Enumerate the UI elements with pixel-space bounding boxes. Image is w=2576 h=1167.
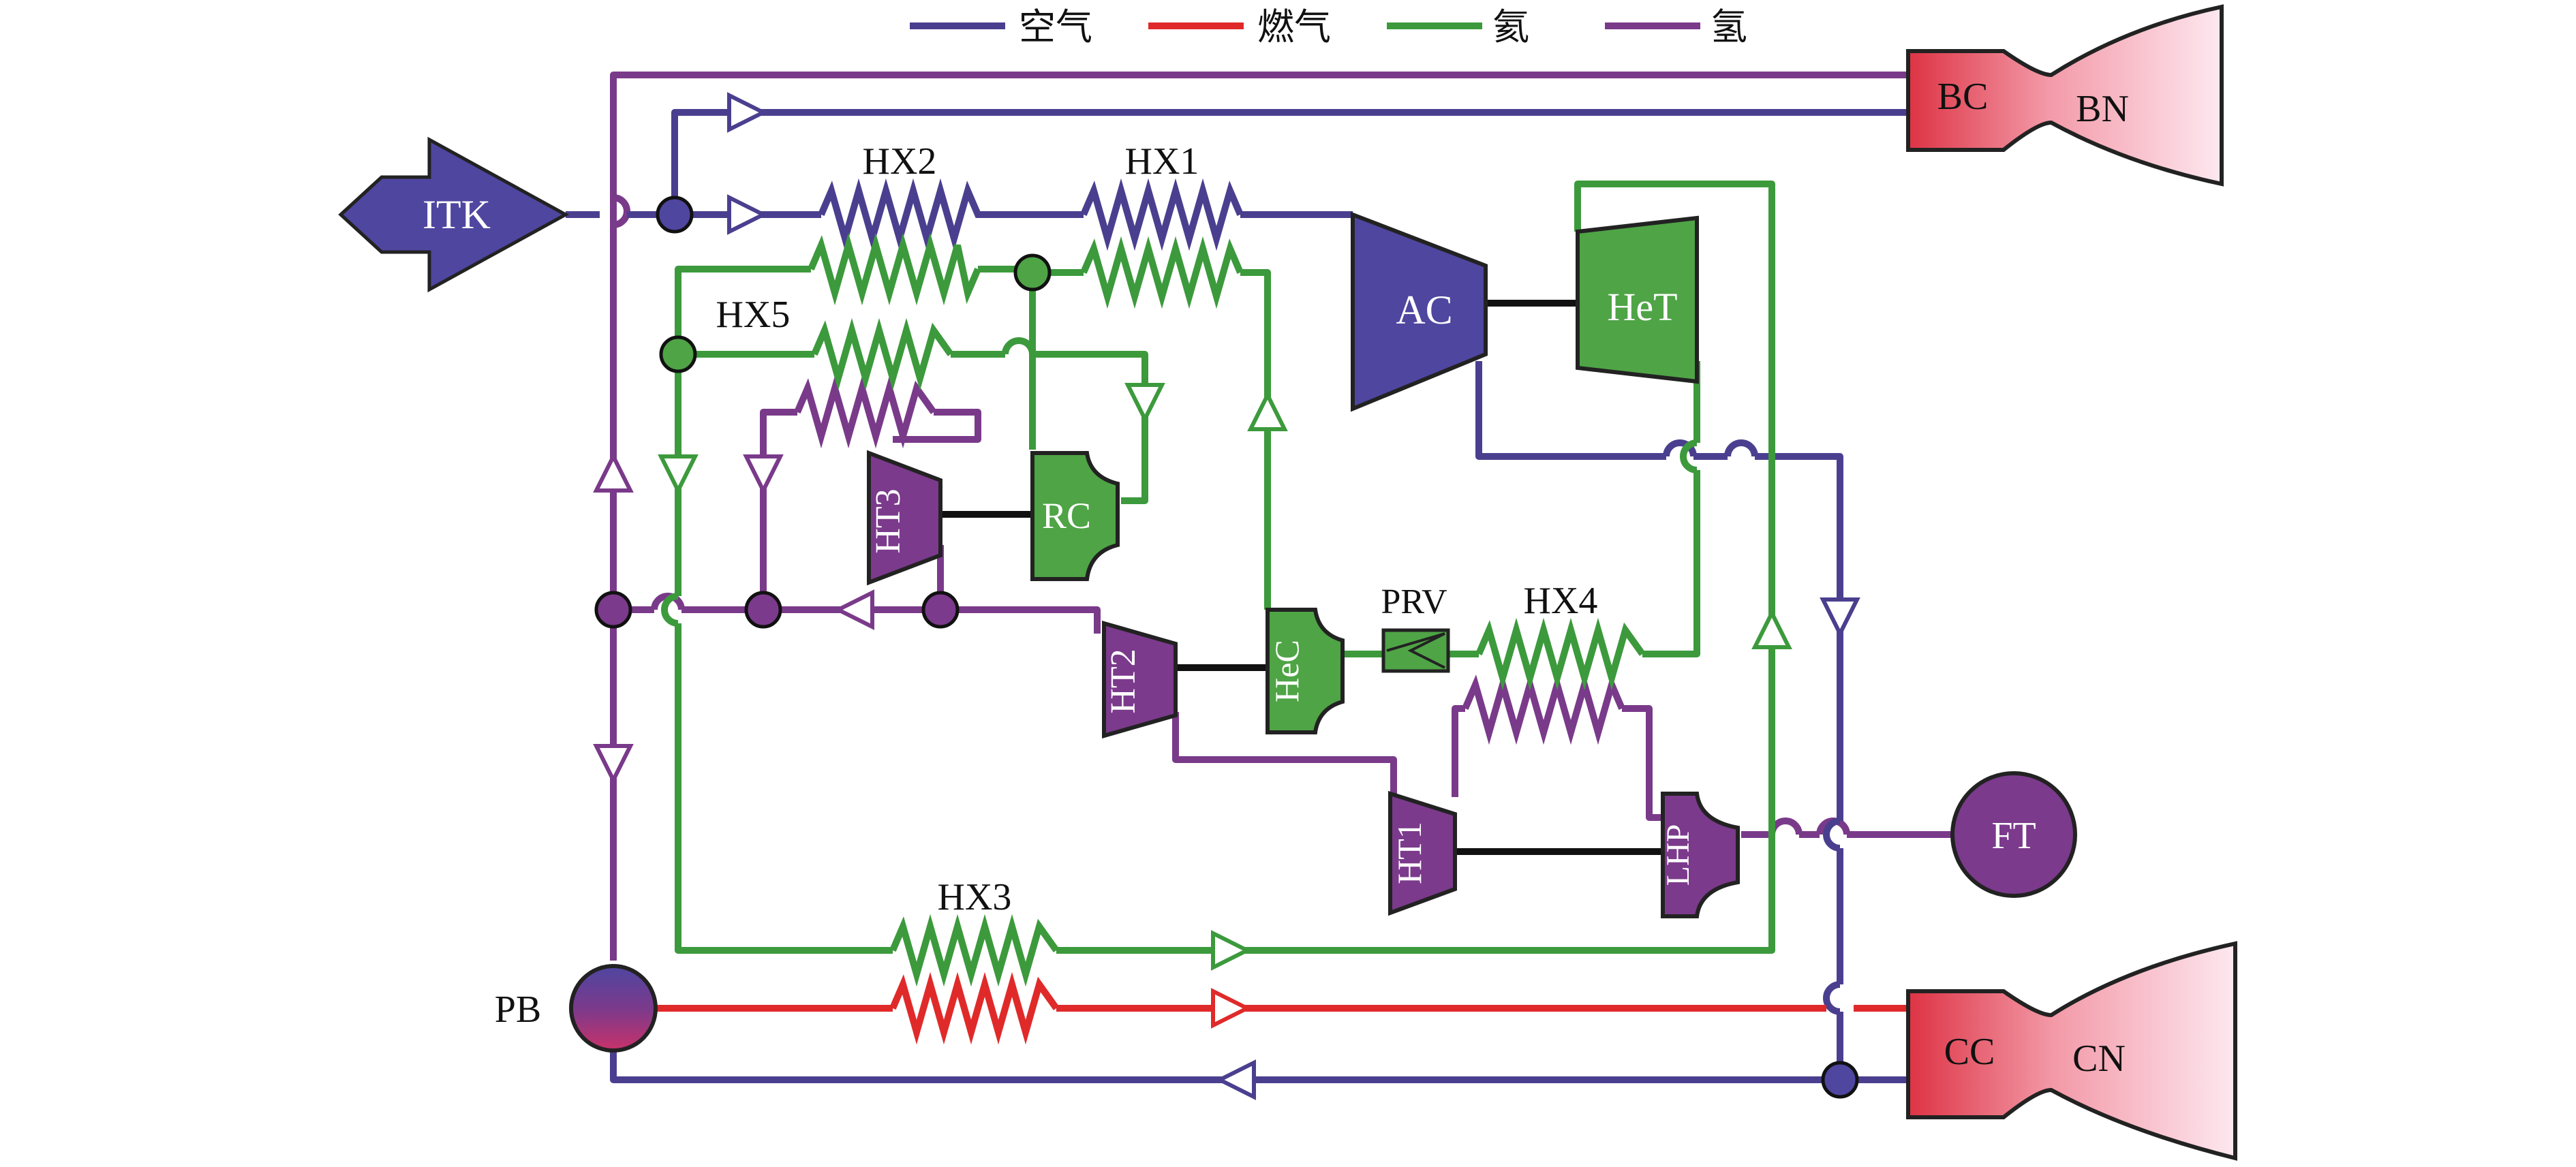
legend-air-label: 空气 (1019, 5, 1092, 48)
arrow-h2-mid-left (833, 589, 874, 630)
arrow-air-mid (727, 194, 768, 235)
arrow-air-bottom (1215, 1059, 1256, 1100)
svg-text:RC: RC (1042, 495, 1091, 536)
prv-valve: PRV (1381, 582, 1450, 673)
hec-compressor: HeC (1266, 608, 1345, 734)
arrow-he-rc-down (1124, 383, 1165, 424)
svg-text:PB: PB (495, 989, 542, 1031)
legend-gas-label: 燃气 (1257, 5, 1331, 48)
hx1-helium-coil (1080, 236, 1244, 309)
svg-text:AC: AC (1396, 287, 1452, 332)
bc-bn-nozzle: BC BN (1906, 4, 2224, 187)
hx-labels: HX1 HX2 HX5 HX4 HX3 (716, 140, 1598, 918)
arrow-he-right-up (1751, 608, 1792, 649)
pb-preburner: PB (495, 964, 658, 1053)
arrow-air-top (727, 92, 768, 133)
rc-compressor: RC (1030, 451, 1120, 581)
hx5-helium-coil (811, 317, 954, 391)
svg-text:HT3: HT3 (869, 488, 908, 553)
svg-text:ITK: ITK (423, 192, 491, 237)
svg-text:HT2: HT2 (1104, 649, 1143, 713)
arrow-h2-ht3-down (743, 454, 784, 495)
arrow-h2-down (593, 744, 634, 785)
ht2-turbine: HT2 (1102, 621, 1178, 738)
gas-lines (654, 971, 1915, 1045)
shafts (940, 300, 1663, 855)
hx2-air-coil (818, 178, 1084, 251)
legend-hydrogen-label: 氢 (1711, 5, 1747, 48)
itk-tank: ITK (338, 136, 570, 293)
legend: 空气 燃气 氦 氢 (910, 5, 1747, 48)
cc-cn-nozzle: CC CN (1906, 941, 2237, 1161)
hydrogen-lines (610, 72, 1952, 961)
hx1-air-coil (1080, 178, 1244, 251)
hx1-label: HX1 (1125, 140, 1199, 183)
flow-arrows (593, 92, 1860, 1100)
hx5-label: HX5 (716, 294, 791, 336)
svg-text:FT: FT (1991, 815, 2036, 857)
svg-text:HeT: HeT (1607, 285, 1677, 329)
hx4-hydrogen-coil (1462, 672, 1625, 745)
legend-helium-label: 氦 (1492, 5, 1529, 48)
ft-tank: FT (1950, 771, 2077, 898)
hx4-helium-coil (1475, 617, 1646, 691)
hx3-label: HX3 (938, 876, 1012, 918)
svg-text:PRV: PRV (1381, 582, 1447, 621)
hx4-label: HX4 (1524, 580, 1598, 622)
svg-text:HT1: HT1 (1390, 822, 1428, 884)
cc-label: CC (1944, 1031, 1995, 1073)
hx2-label: HX2 (863, 140, 937, 183)
bn-label: BN (2076, 88, 2129, 130)
ht1-turbine: HT1 (1388, 790, 1457, 916)
hx2-helium-coil (808, 232, 981, 306)
junction-dots (594, 196, 1859, 1099)
svg-text:LHP: LHP (1660, 824, 1696, 886)
svg-text:HeC: HeC (1268, 640, 1306, 702)
arrow-h2-up (593, 452, 634, 493)
arrow-he-up (1247, 390, 1288, 431)
arrow-he-hx3 (1211, 930, 1252, 971)
hx3-helium-coil (889, 914, 1060, 987)
hx5-hydrogen-coil (794, 375, 937, 449)
het-turbine: HeT (1576, 215, 1699, 384)
ht3-turbine: HT3 (867, 450, 942, 586)
cn-label: CN (2072, 1038, 2126, 1080)
arrow-he-down-left (658, 454, 699, 495)
lhp-pump: LHP (1660, 792, 1740, 918)
bc-label: BC (1937, 76, 1989, 118)
arrow-gas-hx3 (1211, 988, 1252, 1029)
helium-lines (661, 181, 1775, 954)
arrow-air-right-down (1820, 597, 1860, 638)
ac-compressor: AC (1351, 211, 1488, 412)
